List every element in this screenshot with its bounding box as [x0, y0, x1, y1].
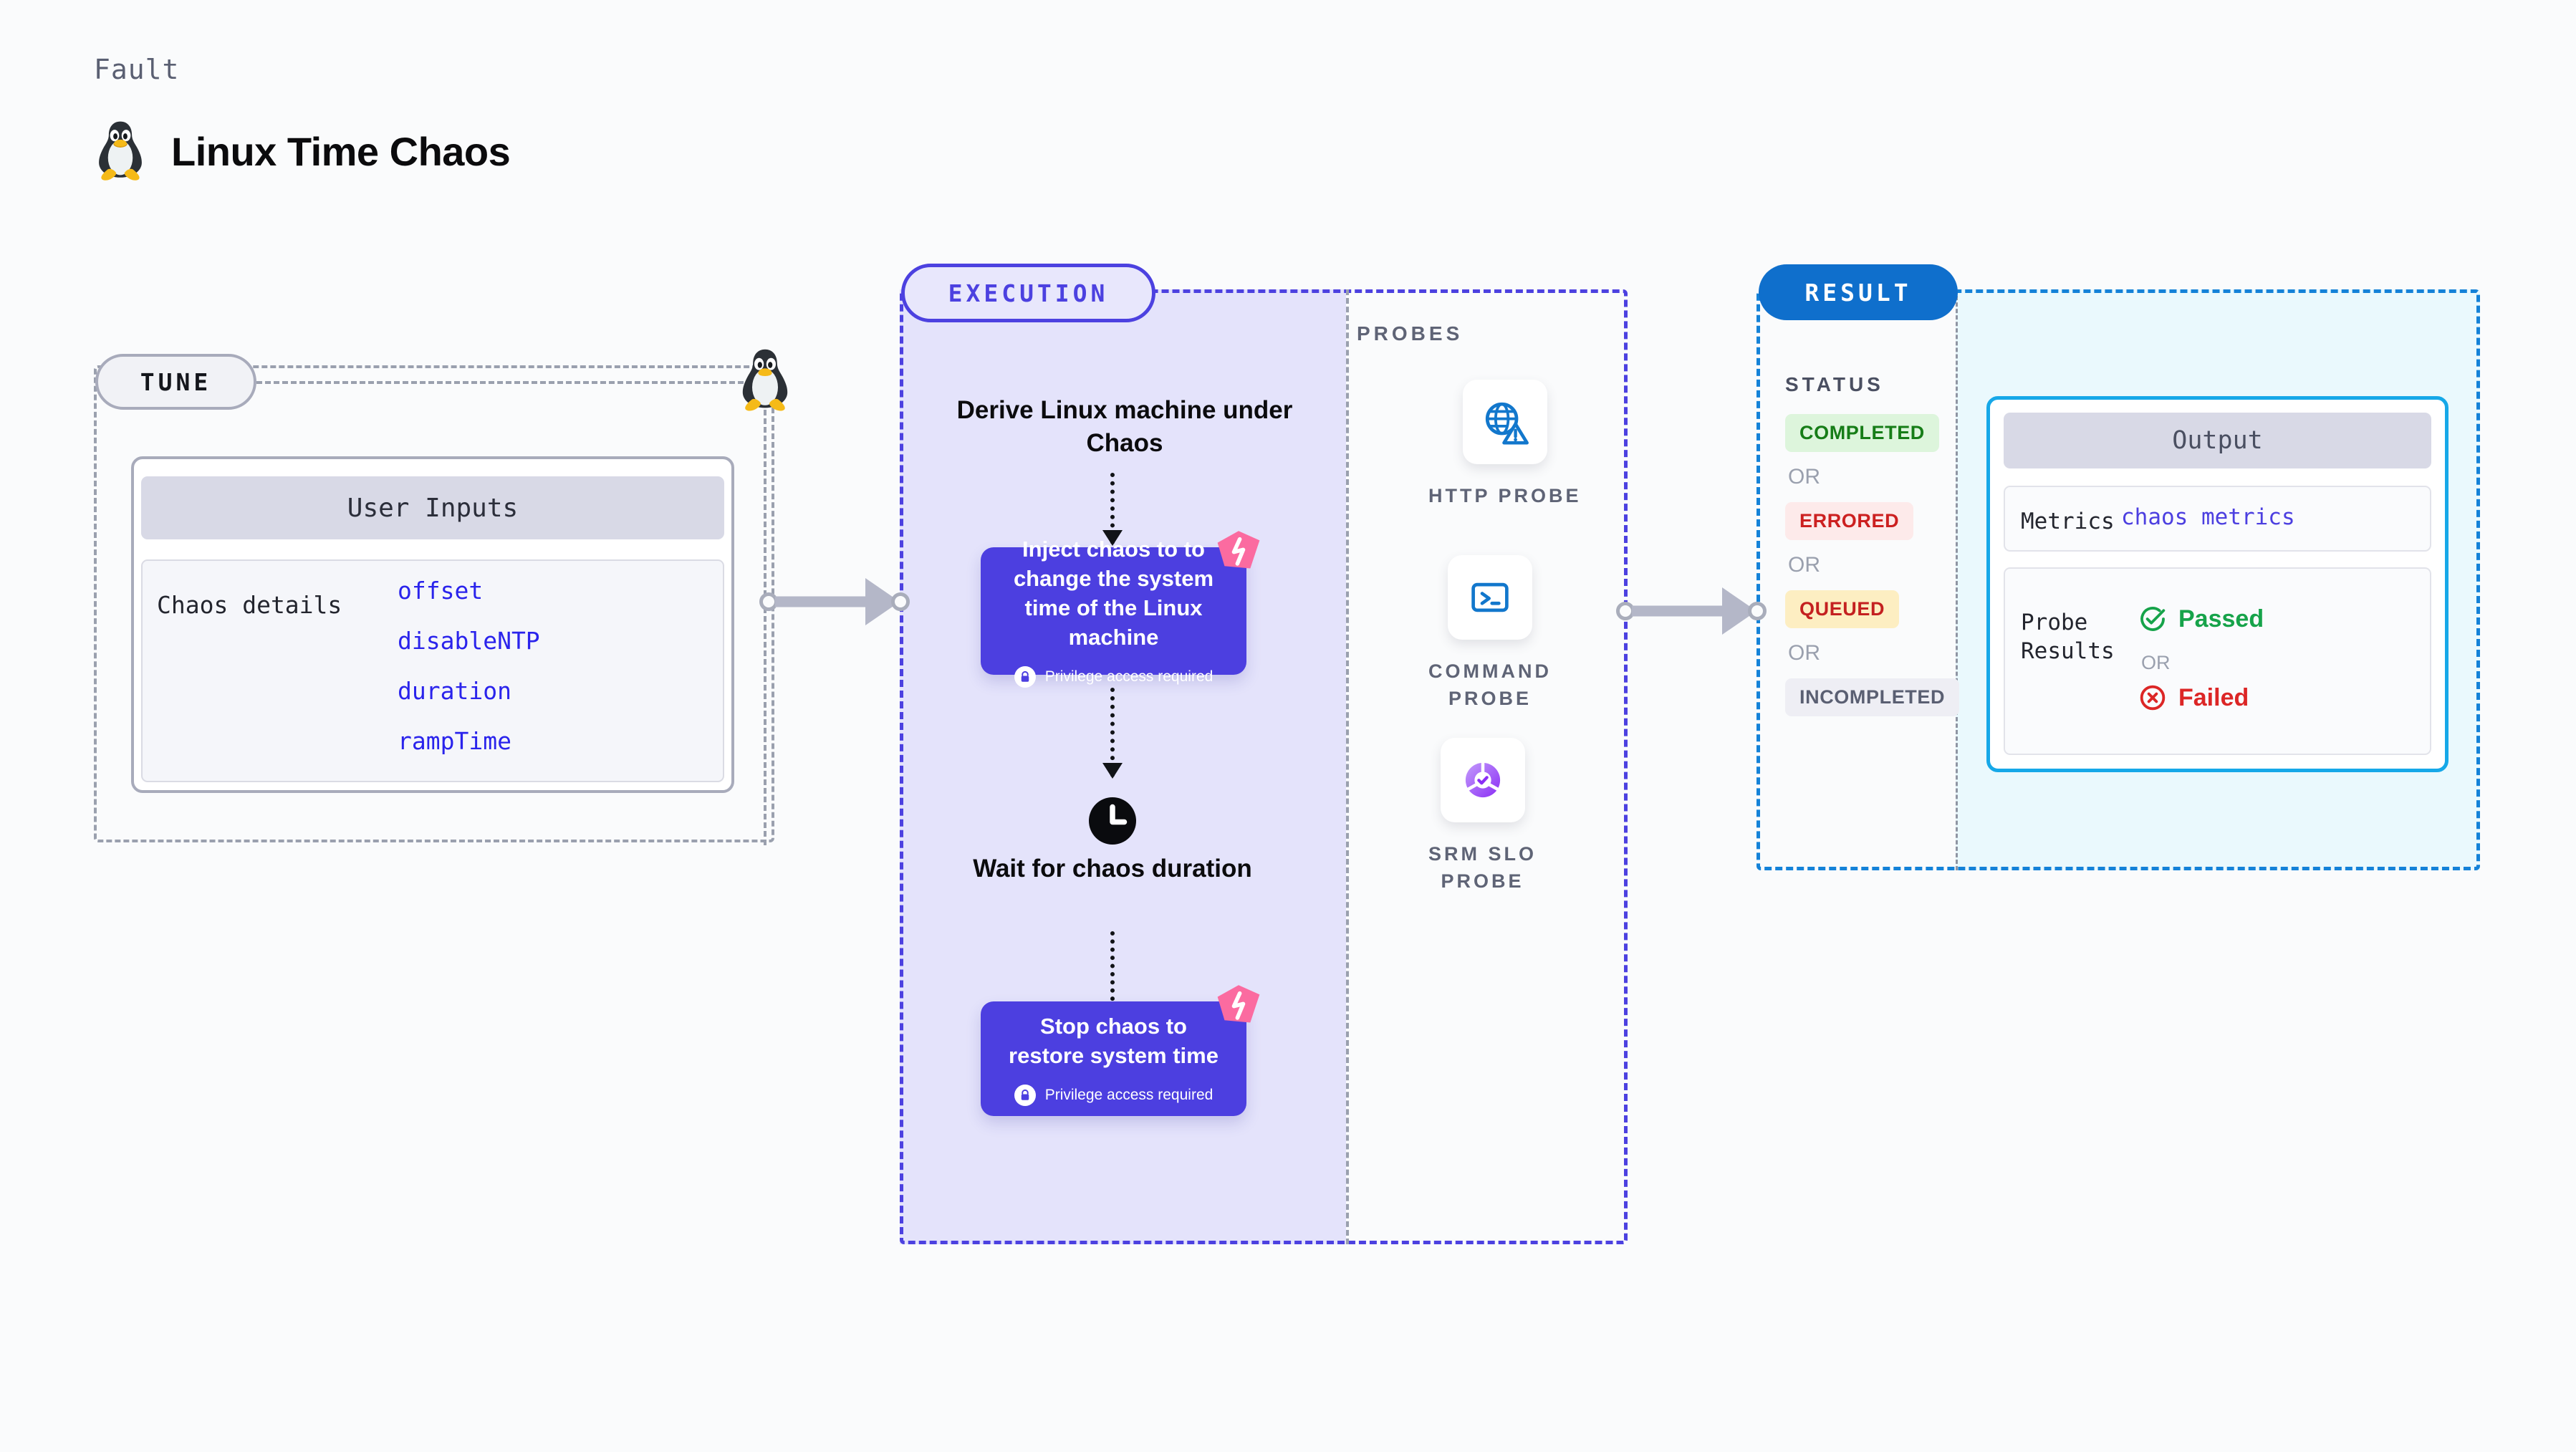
arrow-end-node — [891, 592, 910, 611]
metrics-value[interactable]: chaos metrics — [2121, 504, 2295, 530]
arrow-tune-to-execution — [759, 577, 913, 627]
lock-icon — [1014, 1085, 1036, 1107]
status-or-2: OR — [1788, 553, 1820, 577]
derive-step-title: Derive Linux machine under Chaos — [956, 396, 1293, 458]
probe-http-label: HTTP PROBE — [1428, 485, 1582, 506]
status-badge-errored: ERRORED — [1785, 502, 1914, 540]
status-label: STATUS — [1785, 373, 1884, 395]
probe-results-key: Probe Results — [2021, 610, 2115, 665]
flow-arrow-1 — [1102, 473, 1123, 546]
verdict-failed: Failed — [2138, 683, 2249, 712]
terminal-icon — [1447, 555, 1532, 640]
output-title: Output — [2004, 413, 2431, 468]
inject-chaos-card[interactable]: Inject chaos to to change the system tim… — [981, 531, 1260, 688]
param-ramptime[interactable]: rampTime — [398, 727, 511, 755]
linux-tux-icon — [94, 118, 147, 184]
tune-vertical-connector — [764, 401, 766, 845]
result-region — [1756, 289, 2480, 870]
user-inputs-title: User Inputs — [141, 476, 724, 539]
harness-logo-icon — [1215, 983, 1262, 1027]
status-or-3: OR — [1788, 641, 1820, 665]
chaos-parameter-list: offset disableNTP duration rampTime — [398, 577, 540, 755]
status-badge-completed: COMPLETED — [1785, 414, 1939, 452]
privilege-note-text: Privilege access required — [1044, 668, 1213, 686]
stop-chaos-card[interactable]: Stop chaos to restore system time Privil… — [981, 985, 1260, 1116]
slo-donut-check-icon — [1440, 738, 1525, 822]
wait-step-title: Wait for chaos duration — [973, 855, 1252, 883]
execution-probes-region — [900, 289, 1628, 1244]
arrow-shaft — [775, 596, 877, 607]
param-duration[interactable]: duration — [398, 677, 511, 705]
lock-icon — [1014, 666, 1036, 688]
tune-pill[interactable]: TUNE — [95, 354, 256, 410]
arrow-shaft — [1632, 605, 1734, 617]
status-badge-incompleted: INCOMPLETED — [1785, 678, 1960, 716]
privilege-note-text: Privilege access required — [1044, 1087, 1213, 1104]
linux-tux-connector-icon — [737, 346, 793, 415]
probes-section-label: PROBES — [1357, 322, 1464, 345]
probe-command[interactable]: COMMAND PROBE — [1428, 555, 1552, 713]
status-or-1: OR — [1788, 465, 1820, 489]
result-pill[interactable]: RESULT — [1759, 264, 1958, 320]
param-offset[interactable]: offset — [398, 577, 484, 605]
page-title-text: Linux Time Chaos — [171, 128, 511, 174]
failed-label: Failed — [2178, 683, 2249, 711]
result-divider — [1956, 289, 1958, 870]
result-status-fill — [1756, 289, 1956, 870]
inject-chaos-text: Inject chaos to to change the system tim… — [1013, 536, 1214, 650]
chaos-details-label: Chaos details — [157, 591, 342, 619]
output-metrics-row: Metrics chaos metrics — [2004, 486, 2431, 552]
status-list: COMPLETED OR ERRORED OR QUEUED OR INCOMP… — [1785, 414, 1960, 716]
probes-divider — [1346, 289, 1349, 1244]
globe-warning-icon — [1462, 380, 1547, 464]
status-badge-queued: QUEUED — [1785, 590, 1900, 628]
arrow-end-node — [1748, 602, 1767, 620]
clock-icon — [1087, 795, 1138, 847]
flow-arrow-2 — [1102, 688, 1123, 779]
privilege-note-row: Privilege access required — [1014, 1085, 1213, 1107]
verdict-passed: Passed — [2138, 605, 2264, 633]
arrow-execution-to-result — [1616, 586, 1770, 636]
privilege-note-row: Privilege access required — [1014, 666, 1213, 688]
verdict-or: OR — [2141, 652, 2171, 673]
page-title: Linux Time Chaos — [94, 118, 511, 184]
probe-srm-slo-label: SRM SLO PROBE — [1428, 843, 1537, 893]
stop-chaos-text: Stop chaos to restore system time — [1009, 1013, 1219, 1068]
probe-http[interactable]: HTTP PROBE — [1428, 380, 1582, 509]
user-inputs-body — [141, 559, 724, 782]
execution-pill[interactable]: EXECUTION — [901, 264, 1155, 322]
passed-label: Passed — [2178, 605, 2264, 633]
metrics-key: Metrics — [2021, 509, 2115, 534]
harness-logo-icon — [1215, 529, 1262, 573]
breadcrumb: Fault — [94, 54, 180, 85]
probe-srm-slo[interactable]: SRM SLO PROBE — [1428, 738, 1537, 895]
param-disablentp[interactable]: disableNTP — [398, 627, 540, 655]
output-probe-results-row: Probe Results Passed OR Failed — [2004, 567, 2431, 755]
tune-connector-line — [256, 381, 744, 384]
probe-command-label: COMMAND PROBE — [1428, 660, 1552, 710]
check-circle-icon — [2140, 607, 2166, 631]
cross-circle-icon — [2140, 685, 2166, 711]
